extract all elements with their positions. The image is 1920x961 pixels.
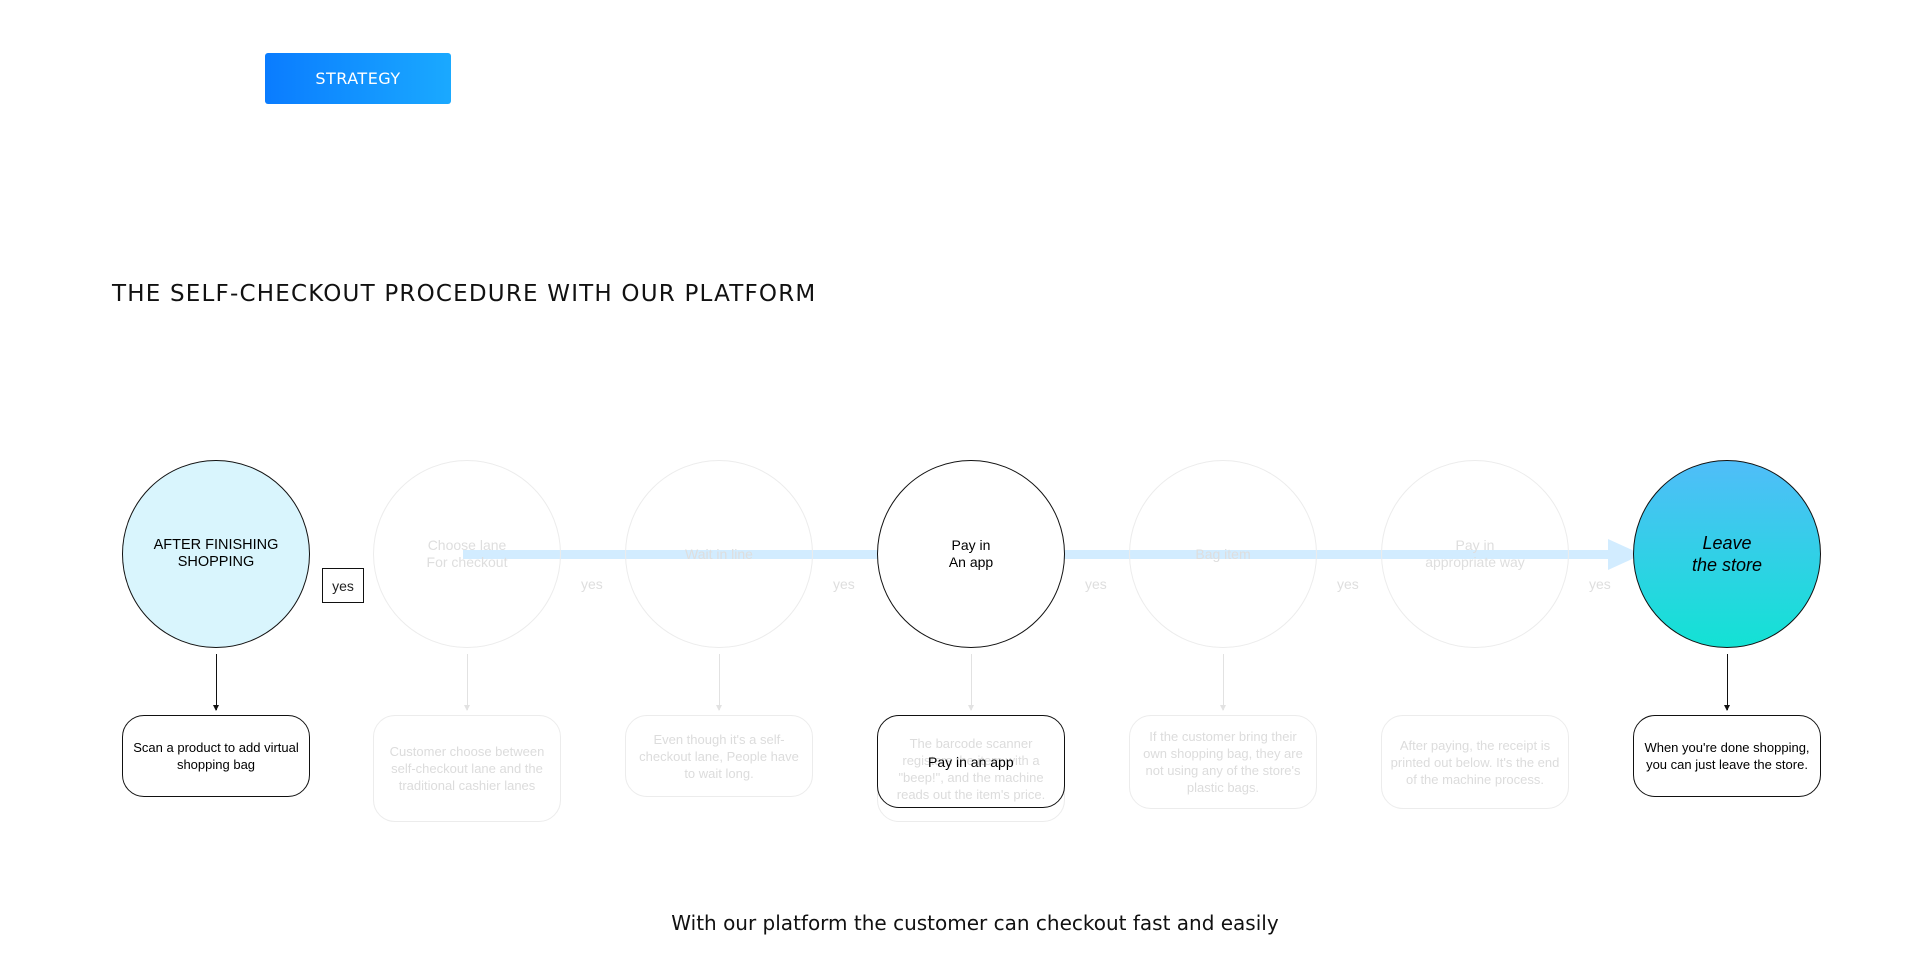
step-1-circle: AFTER FINISHING SHOPPING — [122, 460, 310, 648]
step-5-title: Bag item — [1195, 545, 1251, 562]
step-5-arrow-icon — [1220, 654, 1226, 711]
step-5-description-text: If the customer bring their own shopping… — [1143, 729, 1303, 795]
yes-label: yes — [322, 568, 364, 603]
yes-label: yes — [1085, 576, 1107, 592]
step-7-description-text: When you're done shopping, you can just … — [1644, 740, 1810, 772]
yes-label: yes — [1337, 576, 1359, 592]
yes-label: yes — [581, 576, 603, 592]
step-3-title: Wait in line — [685, 545, 753, 562]
step-5-circle: Bag item — [1129, 460, 1317, 648]
step-4-overlay-box — [877, 715, 1065, 808]
page-title: THE SELF-CHECKOUT PROCEDURE WITH OUR PLA… — [112, 281, 817, 307]
step-7-circle: Leave the store — [1633, 460, 1821, 648]
step-2-title: Choose lane For checkout — [426, 537, 508, 570]
step-1-title: AFTER FINISHING SHOPPING — [153, 537, 279, 570]
strategy-button[interactable]: STRATEGY — [265, 53, 451, 104]
step-4-description-text: The barcode scanner registers the item w… — [896, 735, 1046, 802]
step-5-description: If the customer bring their own shopping… — [1129, 715, 1317, 809]
step-3-arrow-icon — [716, 654, 722, 711]
step-2-arrow-icon — [464, 654, 470, 711]
yes-label: yes — [833, 576, 855, 592]
step-4-circle: Pay in An app — [877, 460, 1065, 648]
step-3-description-text: Even though it's a self-checkout lane, P… — [639, 731, 799, 781]
step-6-circle: Pay in appropriate way — [1381, 460, 1569, 648]
step-2-description-text: Customer choose between self-checkout la… — [389, 744, 545, 793]
step-6-title: Pay in appropriate way — [1425, 537, 1525, 570]
step-4-arrow-icon — [968, 654, 974, 711]
step-7-description: When you're done shopping, you can just … — [1633, 715, 1821, 797]
yes-label: yes — [1589, 576, 1611, 592]
step-3-description: Even though it's a self-checkout lane, P… — [625, 715, 813, 797]
step-4-title: Pay in An app — [948, 537, 994, 570]
step-2-description: Customer choose between self-checkout la… — [373, 715, 561, 822]
footer-caption: With our platform the customer can check… — [671, 911, 1279, 935]
step-1-arrow-icon — [213, 654, 219, 711]
step-1-description: Scan a product to add virtual shopping b… — [122, 715, 310, 797]
step-1-description-text: Scan a product to add virtual shopping b… — [133, 740, 299, 772]
step-4-overlay-label: Pay in an app — [928, 754, 1014, 770]
step-6-description: After paying, the receipt is printed out… — [1381, 715, 1569, 809]
step-3-circle: Wait in line — [625, 460, 813, 648]
step-4-description: The barcode scanner registers the item w… — [877, 715, 1065, 822]
step-7-title: Leave the store — [1691, 533, 1763, 575]
step-2-circle: Choose lane For checkout — [373, 460, 561, 648]
step-6-description-text: After paying, the receipt is printed out… — [1390, 737, 1560, 787]
step-7-arrow-icon — [1724, 654, 1730, 711]
